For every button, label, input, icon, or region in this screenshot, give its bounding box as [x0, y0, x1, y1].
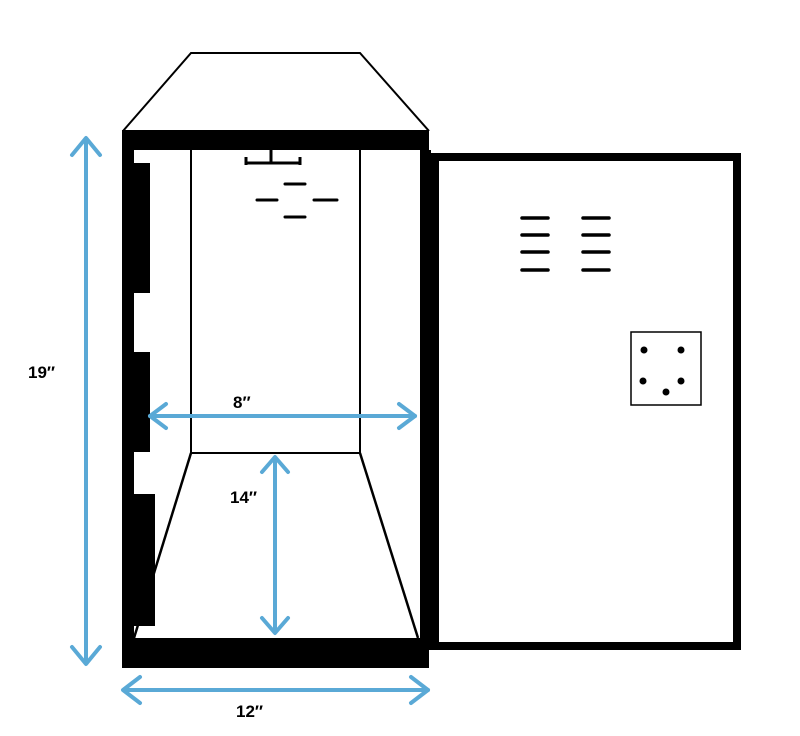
- back-wall: [190, 150, 361, 454]
- dimension-arrows: [70, 136, 430, 705]
- locker-cabinet: [122, 130, 431, 668]
- coat-hook-icon: [244, 150, 302, 165]
- left-panel-1: [122, 163, 150, 293]
- locker-roof: [122, 52, 430, 132]
- door-vents-icon: [520, 216, 611, 272]
- interior-vent-icon: [255, 182, 339, 219]
- width-arrow: [121, 675, 430, 705]
- height-arrow: [70, 136, 102, 666]
- depth-label: 14″: [230, 488, 257, 507]
- height-label: 19″: [28, 363, 55, 382]
- bottom-panel: [122, 638, 429, 668]
- width-label: 12″: [236, 702, 263, 721]
- door-lock-icon: [630, 331, 702, 406]
- right-wall: [420, 150, 431, 650]
- depth-arrow: [260, 455, 290, 635]
- top-panel: [122, 130, 429, 150]
- left-panel-2: [122, 352, 150, 452]
- locker-door: [431, 153, 741, 650]
- left-panel-3: [122, 494, 155, 626]
- inner-width-arrow: [148, 402, 417, 430]
- floor-perspective: [132, 452, 420, 639]
- inner-width-label: 8″: [233, 393, 251, 412]
